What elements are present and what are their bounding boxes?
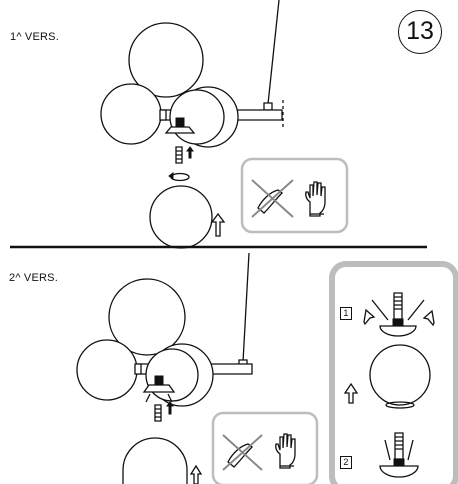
version-1-label: 1^ VERS. [10, 31, 59, 43]
no-bare-hands-icon [223, 435, 262, 470]
globe-top [129, 23, 203, 97]
bulb-thread [395, 437, 403, 449]
globe-lower-v2 [123, 438, 187, 484]
cable-clamp [264, 103, 272, 110]
globe-rim [386, 402, 414, 408]
globe-right-front [170, 90, 224, 144]
suspension-cable [268, 0, 279, 104]
clip-arms-closed [385, 440, 413, 460]
globe-left [101, 84, 161, 144]
panel-step-2-label: 2 [340, 456, 352, 469]
arm-joint [135, 364, 141, 374]
shade-cap [380, 326, 416, 336]
clip-arm [146, 394, 172, 402]
lamp-socket [394, 459, 404, 466]
version-2-label: 2^ VERS. [9, 272, 58, 284]
globe-lower-v1 [150, 186, 212, 248]
lamp-socket [393, 319, 403, 326]
bulb-thread [155, 409, 161, 417]
globe-panel [370, 345, 430, 405]
version-1-lamp-assembly [101, 0, 347, 248]
shade-cap [380, 466, 418, 477]
version-2-lamp-assembly [77, 253, 456, 484]
globe-right-front [146, 349, 198, 401]
bulb-thread [176, 151, 182, 159]
rotate-arrow-icon [171, 174, 189, 181]
lamp-socket [176, 118, 184, 126]
up-arrow-icon [191, 466, 201, 484]
up-arrow-icon [364, 310, 374, 324]
wear-gloves-icon [306, 182, 325, 216]
up-arrow-icon [187, 147, 193, 158]
clip-arms-open [372, 300, 424, 320]
bulb-thread [394, 297, 402, 309]
no-bare-hands-icon [252, 180, 293, 217]
up-arrow-icon [212, 214, 224, 236]
globe-top [109, 279, 185, 355]
up-arrow-icon [424, 311, 434, 325]
bulb-replacement-panel [332, 264, 456, 484]
panel-step-1-label: 1 [340, 307, 352, 320]
gloves-warning-panel [213, 413, 317, 484]
suspension-cable [243, 253, 249, 362]
lamp-socket [155, 376, 163, 384]
down-arrow-icon [345, 384, 357, 403]
up-arrow-icon [167, 402, 173, 414]
globe-left [77, 340, 137, 400]
step-number-badge: 13 [398, 10, 442, 54]
gloves-warning-panel [242, 159, 347, 232]
rotate-arrowhead [169, 173, 173, 179]
wear-gloves-icon [276, 434, 295, 468]
socket-cup [144, 385, 174, 392]
arm-joint [160, 110, 166, 120]
socket-cup [166, 127, 194, 133]
